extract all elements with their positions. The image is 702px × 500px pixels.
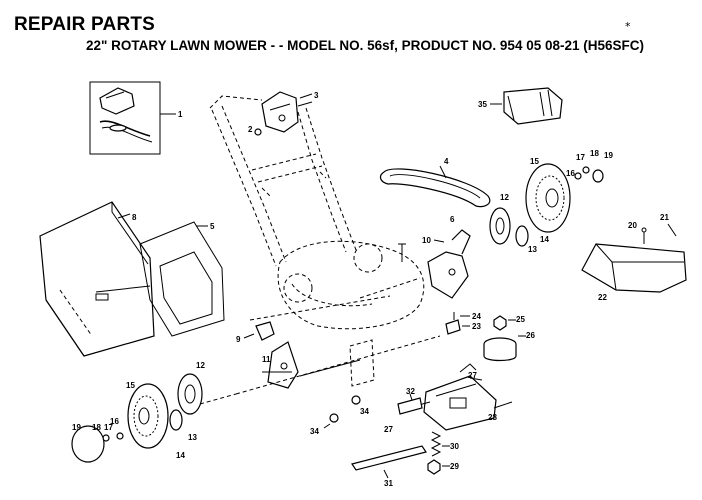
callout-16-left: 16	[110, 417, 119, 426]
callout-17-left: 17	[104, 423, 113, 432]
callout-29: 29	[450, 462, 459, 471]
callout-20: 20	[628, 221, 637, 230]
callout-5: 5	[210, 222, 215, 231]
part-34-fasteners: 34 34	[310, 395, 369, 436]
callout-19-right: 19	[604, 151, 613, 160]
callout-9: 9	[236, 335, 241, 344]
part-30-spring: 30	[430, 431, 459, 457]
callout-25: 25	[516, 315, 525, 324]
callout-13-right: 13	[528, 245, 537, 254]
handle-assembly	[209, 95, 357, 267]
callout-4: 4	[444, 157, 449, 166]
callout-19-left: 19	[72, 423, 81, 432]
callout-17-right: 17	[576, 153, 585, 162]
callout-13-left: 13	[188, 433, 197, 442]
callout-34-right: 34	[360, 407, 369, 416]
part-8-grass-bag: 8	[39, 201, 155, 357]
callout-14-left: 14	[176, 451, 185, 460]
callout-10: 10	[422, 236, 431, 245]
drive-axle	[235, 335, 441, 395]
part-1-throttle-control-inset: 1	[89, 81, 183, 155]
callout-35: 35	[478, 100, 487, 109]
callout-27-upper: 27	[468, 371, 477, 380]
part-31-rod: 31	[351, 445, 427, 488]
callout-21: 21	[660, 213, 669, 222]
callout-24: 24	[472, 312, 481, 321]
callout-31: 31	[384, 479, 393, 488]
callout-12-right: 12	[500, 193, 509, 202]
callout-6: 6	[450, 215, 455, 224]
callout-22: 22	[598, 293, 607, 302]
callout-2: 2	[248, 125, 253, 134]
part-9-knob: 9	[236, 321, 275, 344]
part-3-control-bail: 2 3	[248, 91, 319, 136]
callout-1: 1	[178, 110, 183, 119]
page-title: REPAIR PARTS	[14, 14, 156, 35]
callout-12-left: 12	[196, 361, 205, 370]
part-25-26-blade-adapter: 25 26	[483, 315, 535, 362]
part-22-discharge-chute: 20 21 22	[581, 213, 687, 302]
callout-27-lower: 27	[384, 425, 393, 434]
part-11-height-adjuster: 11	[262, 341, 299, 389]
callout-32: 32	[406, 387, 415, 396]
callout-26: 26	[526, 331, 535, 340]
callout-15-left: 15	[126, 381, 135, 390]
callout-28: 28	[488, 413, 497, 422]
part-35-cover: 35	[478, 87, 563, 125]
part-23-24-fasteners: 24 23	[445, 312, 481, 335]
mower-deck	[249, 240, 425, 330]
part-29-nut: 29	[427, 459, 459, 475]
part-32-bracket: 32	[397, 387, 423, 415]
callout-18-left: 18	[92, 423, 101, 432]
callout-34-left: 34	[310, 427, 319, 436]
callout-11: 11	[262, 355, 271, 364]
right-wheel-assembly: 12 13 14 15 16 17 18 19	[489, 149, 613, 254]
callout-3: 3	[314, 91, 319, 100]
callout-16-right: 16	[566, 169, 575, 178]
part-7-screw	[398, 243, 406, 262]
callout-23: 23	[472, 322, 481, 331]
callout-18-right: 18	[590, 149, 599, 158]
callout-15-right: 15	[530, 157, 539, 166]
callout-30: 30	[450, 442, 459, 451]
callout-8: 8	[132, 213, 137, 222]
part-4-belt: 4	[379, 157, 491, 208]
callout-14-right: 14	[540, 235, 549, 244]
left-wheel-assembly: 12 13 14 15 16 17 18 19	[71, 361, 237, 463]
part-28-transmission: 27 27 28	[384, 363, 513, 434]
asterisk-mark: *	[625, 20, 631, 33]
part-5-bag-frame: 5	[139, 221, 225, 337]
part-10-bracket: 10 6	[422, 215, 471, 299]
page-subtitle: 22" ROTARY LAWN MOWER - - MODEL NO. 56sf…	[86, 38, 645, 53]
